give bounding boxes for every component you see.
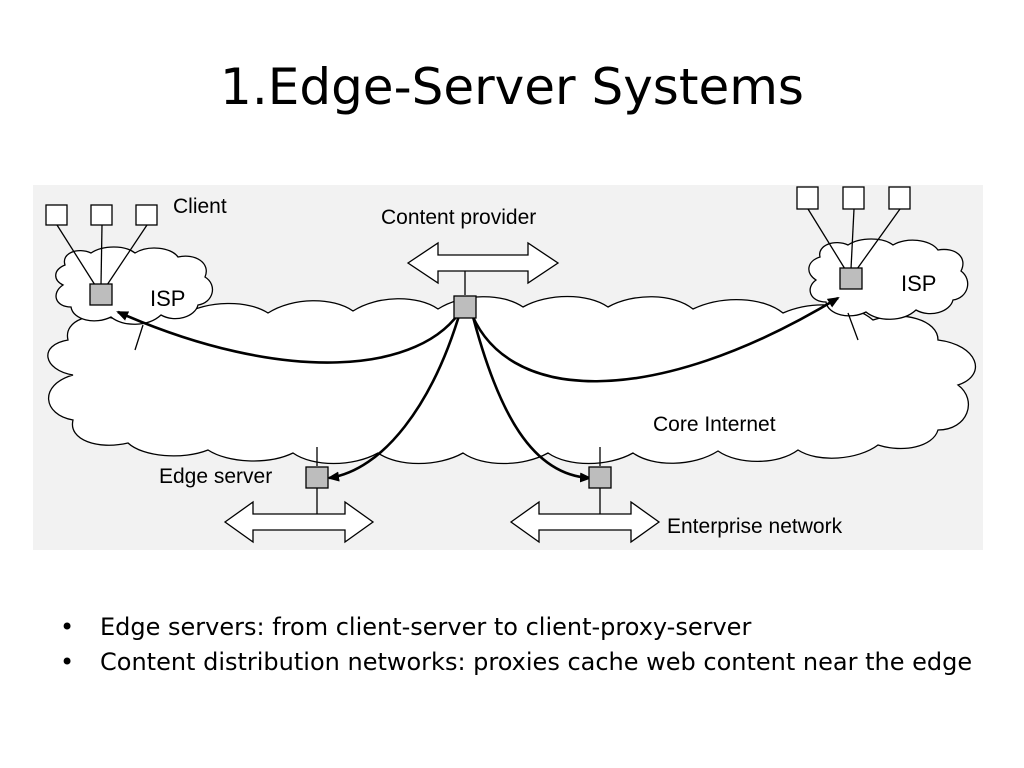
content-provider-server bbox=[453, 295, 477, 319]
bullet-item: • Content distribution networks: proxies… bbox=[60, 647, 980, 677]
client-host bbox=[135, 204, 158, 226]
content-provider-label: Content provider bbox=[381, 206, 536, 229]
isp-right-cloud bbox=[808, 238, 969, 320]
distribution-arrow-isp-left bbox=[116, 306, 465, 364]
isp-right-server bbox=[839, 267, 863, 290]
isp-left-label: ISP bbox=[150, 286, 185, 311]
isp-right-link bbox=[847, 312, 859, 341]
client-link bbox=[56, 224, 96, 286]
slide-title: 1.Edge-Server Systems bbox=[220, 58, 804, 116]
enterprise-network-node bbox=[588, 466, 612, 489]
client-host bbox=[45, 204, 68, 226]
isp-left-link bbox=[134, 324, 144, 351]
client-host bbox=[842, 186, 865, 210]
client-link bbox=[106, 224, 148, 286]
client-link bbox=[100, 224, 103, 286]
client-host bbox=[90, 204, 113, 226]
client-host bbox=[796, 186, 819, 210]
isp-right-label: ISP bbox=[901, 271, 936, 296]
client-label: Client bbox=[173, 195, 227, 218]
client-host bbox=[888, 186, 911, 210]
isp-left-cloud bbox=[55, 246, 214, 325]
edge-server-arrow bbox=[223, 500, 375, 544]
bullet-text: Content distribution networks: proxies c… bbox=[100, 648, 973, 676]
core-internet-label: Core Internet bbox=[653, 413, 776, 436]
content-provider-arrow bbox=[406, 241, 560, 285]
core-internet-cloud bbox=[47, 295, 976, 465]
edge-server-node bbox=[305, 466, 329, 489]
distribution-arrow-enterprise bbox=[469, 308, 592, 483]
enterprise-network-label: Enterprise network bbox=[667, 515, 843, 538]
diagram-canvas: Client Content provider ISP ISP Core Int… bbox=[33, 185, 983, 550]
bullet-list: • Edge servers: from client-server to cl… bbox=[60, 612, 980, 682]
isp-left-server bbox=[89, 283, 113, 306]
edge-server-diagram: Client Content provider ISP ISP Core Int… bbox=[33, 185, 983, 550]
bullet-marker: • bbox=[60, 648, 75, 676]
distribution-arrow-isp-right bbox=[467, 296, 840, 383]
enterprise-network-arrow bbox=[509, 500, 661, 544]
client-link bbox=[850, 208, 855, 270]
client-link bbox=[807, 208, 846, 270]
edge-server-label: Edge server bbox=[159, 465, 272, 488]
bullet-item: • Edge servers: from client-server to cl… bbox=[60, 612, 980, 642]
bullet-text: Edge servers: from client-server to clie… bbox=[100, 613, 752, 641]
client-link bbox=[856, 208, 901, 270]
bullet-marker: • bbox=[60, 613, 75, 641]
distribution-arrow-edge-server bbox=[327, 308, 463, 482]
